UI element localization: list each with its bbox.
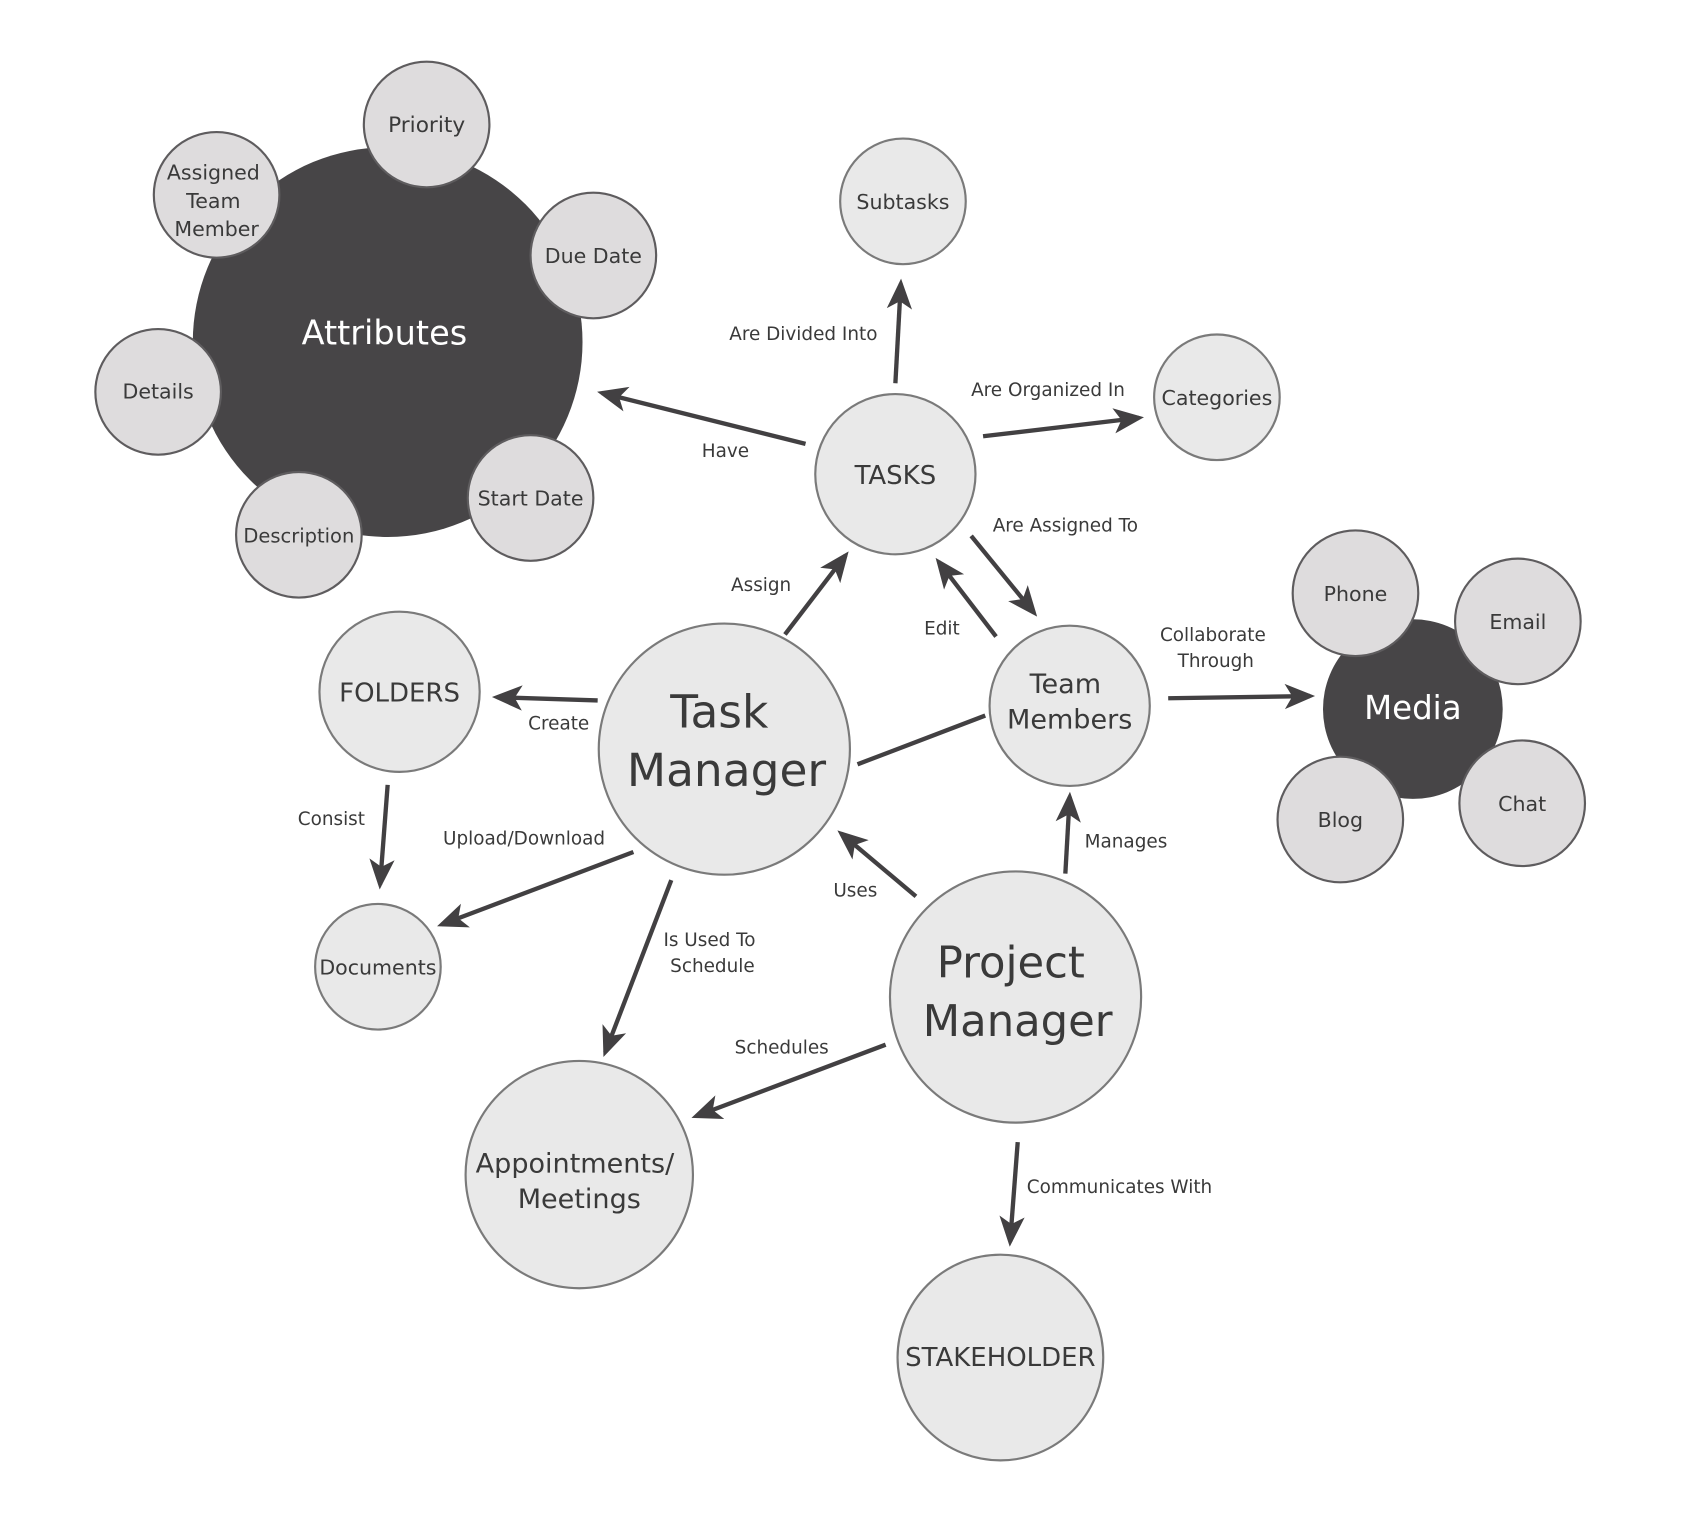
label-are-assigned-to: Are Assigned To [993, 516, 1138, 537]
label-communicates-with: Communicates With [1027, 1177, 1212, 1198]
team-members-node[interactable] [988, 624, 1151, 788]
edge-schedules [691, 1042, 887, 1120]
start-date-label: Start Date [478, 487, 584, 511]
phone-node[interactable] [1291, 529, 1420, 658]
details-label: Details [123, 379, 194, 403]
edge-labels: Have Are Divided Into Are Organized In A… [298, 324, 1272, 1198]
label-uses: Uses [833, 880, 877, 901]
edge-consist [369, 784, 395, 890]
description-node[interactable] [235, 470, 363, 599]
due-date-label: Due Date [545, 244, 642, 268]
documents-node[interactable] [314, 902, 442, 1031]
task-manager-node[interactable] [597, 622, 851, 876]
attributes-label: Attributes [302, 313, 468, 352]
label-are-divided-into: Are Divided Into [729, 324, 877, 345]
subtasks-label: Subtasks [856, 190, 949, 214]
details-node[interactable] [94, 328, 223, 456]
label-schedules: Schedules [735, 1037, 829, 1058]
start-date-node[interactable] [466, 434, 595, 562]
edge-task-manager-team-members [856, 713, 987, 767]
label-upload-download: Upload/Download [443, 828, 605, 849]
documents-label: Documents [319, 955, 436, 979]
blog-node[interactable] [1276, 755, 1405, 884]
appointments-meetings-label: Appointments/ Meetings [476, 1148, 683, 1215]
categories-label: Categories [1162, 386, 1273, 410]
folders-node[interactable] [318, 610, 481, 773]
project-manager-node[interactable] [888, 870, 1143, 1124]
folders-label: FOLDERS [339, 679, 460, 709]
media-node[interactable] [1322, 619, 1503, 799]
edge-create [491, 685, 598, 711]
attributes-cluster: Attributes Priority Assigned Team Member… [94, 60, 658, 599]
categories-node[interactable] [1153, 333, 1281, 462]
edge-upload-download [437, 849, 635, 928]
blog-label: Blog [1318, 808, 1363, 832]
edge-communicates-with [999, 1141, 1025, 1247]
priority-node[interactable] [362, 60, 491, 189]
label-consist: Consist [298, 809, 365, 830]
assigned-team-member-node[interactable] [152, 130, 281, 259]
edge-edit [935, 557, 998, 638]
team-members-label: Team Members [1007, 669, 1132, 736]
edge-are-divided-into [886, 278, 913, 384]
label-assign: Assign [731, 575, 791, 596]
stakeholder-node[interactable] [896, 1253, 1105, 1462]
label-are-organized-in: Are Organized In [971, 380, 1125, 401]
tasks-node[interactable] [814, 392, 977, 556]
subtasks-node[interactable] [839, 137, 967, 266]
label-collaborate-through: Collaborate Through [1160, 625, 1272, 672]
edges [369, 278, 1316, 1247]
edge-uses [837, 830, 918, 899]
email-node[interactable] [1453, 557, 1582, 686]
label-manages: Manages [1085, 832, 1168, 853]
description-label: Description [243, 524, 354, 547]
stakeholder-label: STAKEHOLDER [905, 1343, 1095, 1373]
attributes-node[interactable] [192, 147, 583, 537]
task-manager-label: Task Manager [627, 685, 827, 796]
email-label: Email [1489, 610, 1546, 634]
edge-have [597, 386, 807, 446]
edge-are-organized-in [982, 408, 1144, 439]
edge-are-assigned-to [969, 534, 1038, 617]
edge-collaborate-through [1168, 683, 1316, 710]
label-is-used-to-schedule: Is Used To Schedule [663, 930, 761, 977]
edge-is-used-to-schedule [602, 879, 674, 1057]
priority-label: Priority [388, 113, 465, 138]
label-have: Have [702, 441, 749, 462]
media-label: Media [1364, 689, 1462, 727]
chat-label: Chat [1498, 792, 1546, 816]
phone-label: Phone [1324, 582, 1388, 606]
main-nodes: Subtasks Categories TASKS FOLDERS Task M… [314, 137, 1281, 1462]
edge-manages [1055, 791, 1081, 874]
label-create: Create [528, 714, 589, 735]
media-cluster: Media Phone Email Blog Chat [1276, 529, 1587, 884]
label-edit: Edit [924, 618, 960, 639]
project-manager-label: Project Manager [923, 939, 1113, 1047]
chat-node[interactable] [1458, 739, 1587, 868]
due-date-node[interactable] [529, 191, 658, 320]
appointments-meetings-node[interactable] [464, 1059, 695, 1290]
edge-assign [783, 551, 849, 636]
tasks-label: TASKS [854, 461, 937, 491]
assigned-team-member-label: Assigned Team Member [167, 161, 266, 241]
